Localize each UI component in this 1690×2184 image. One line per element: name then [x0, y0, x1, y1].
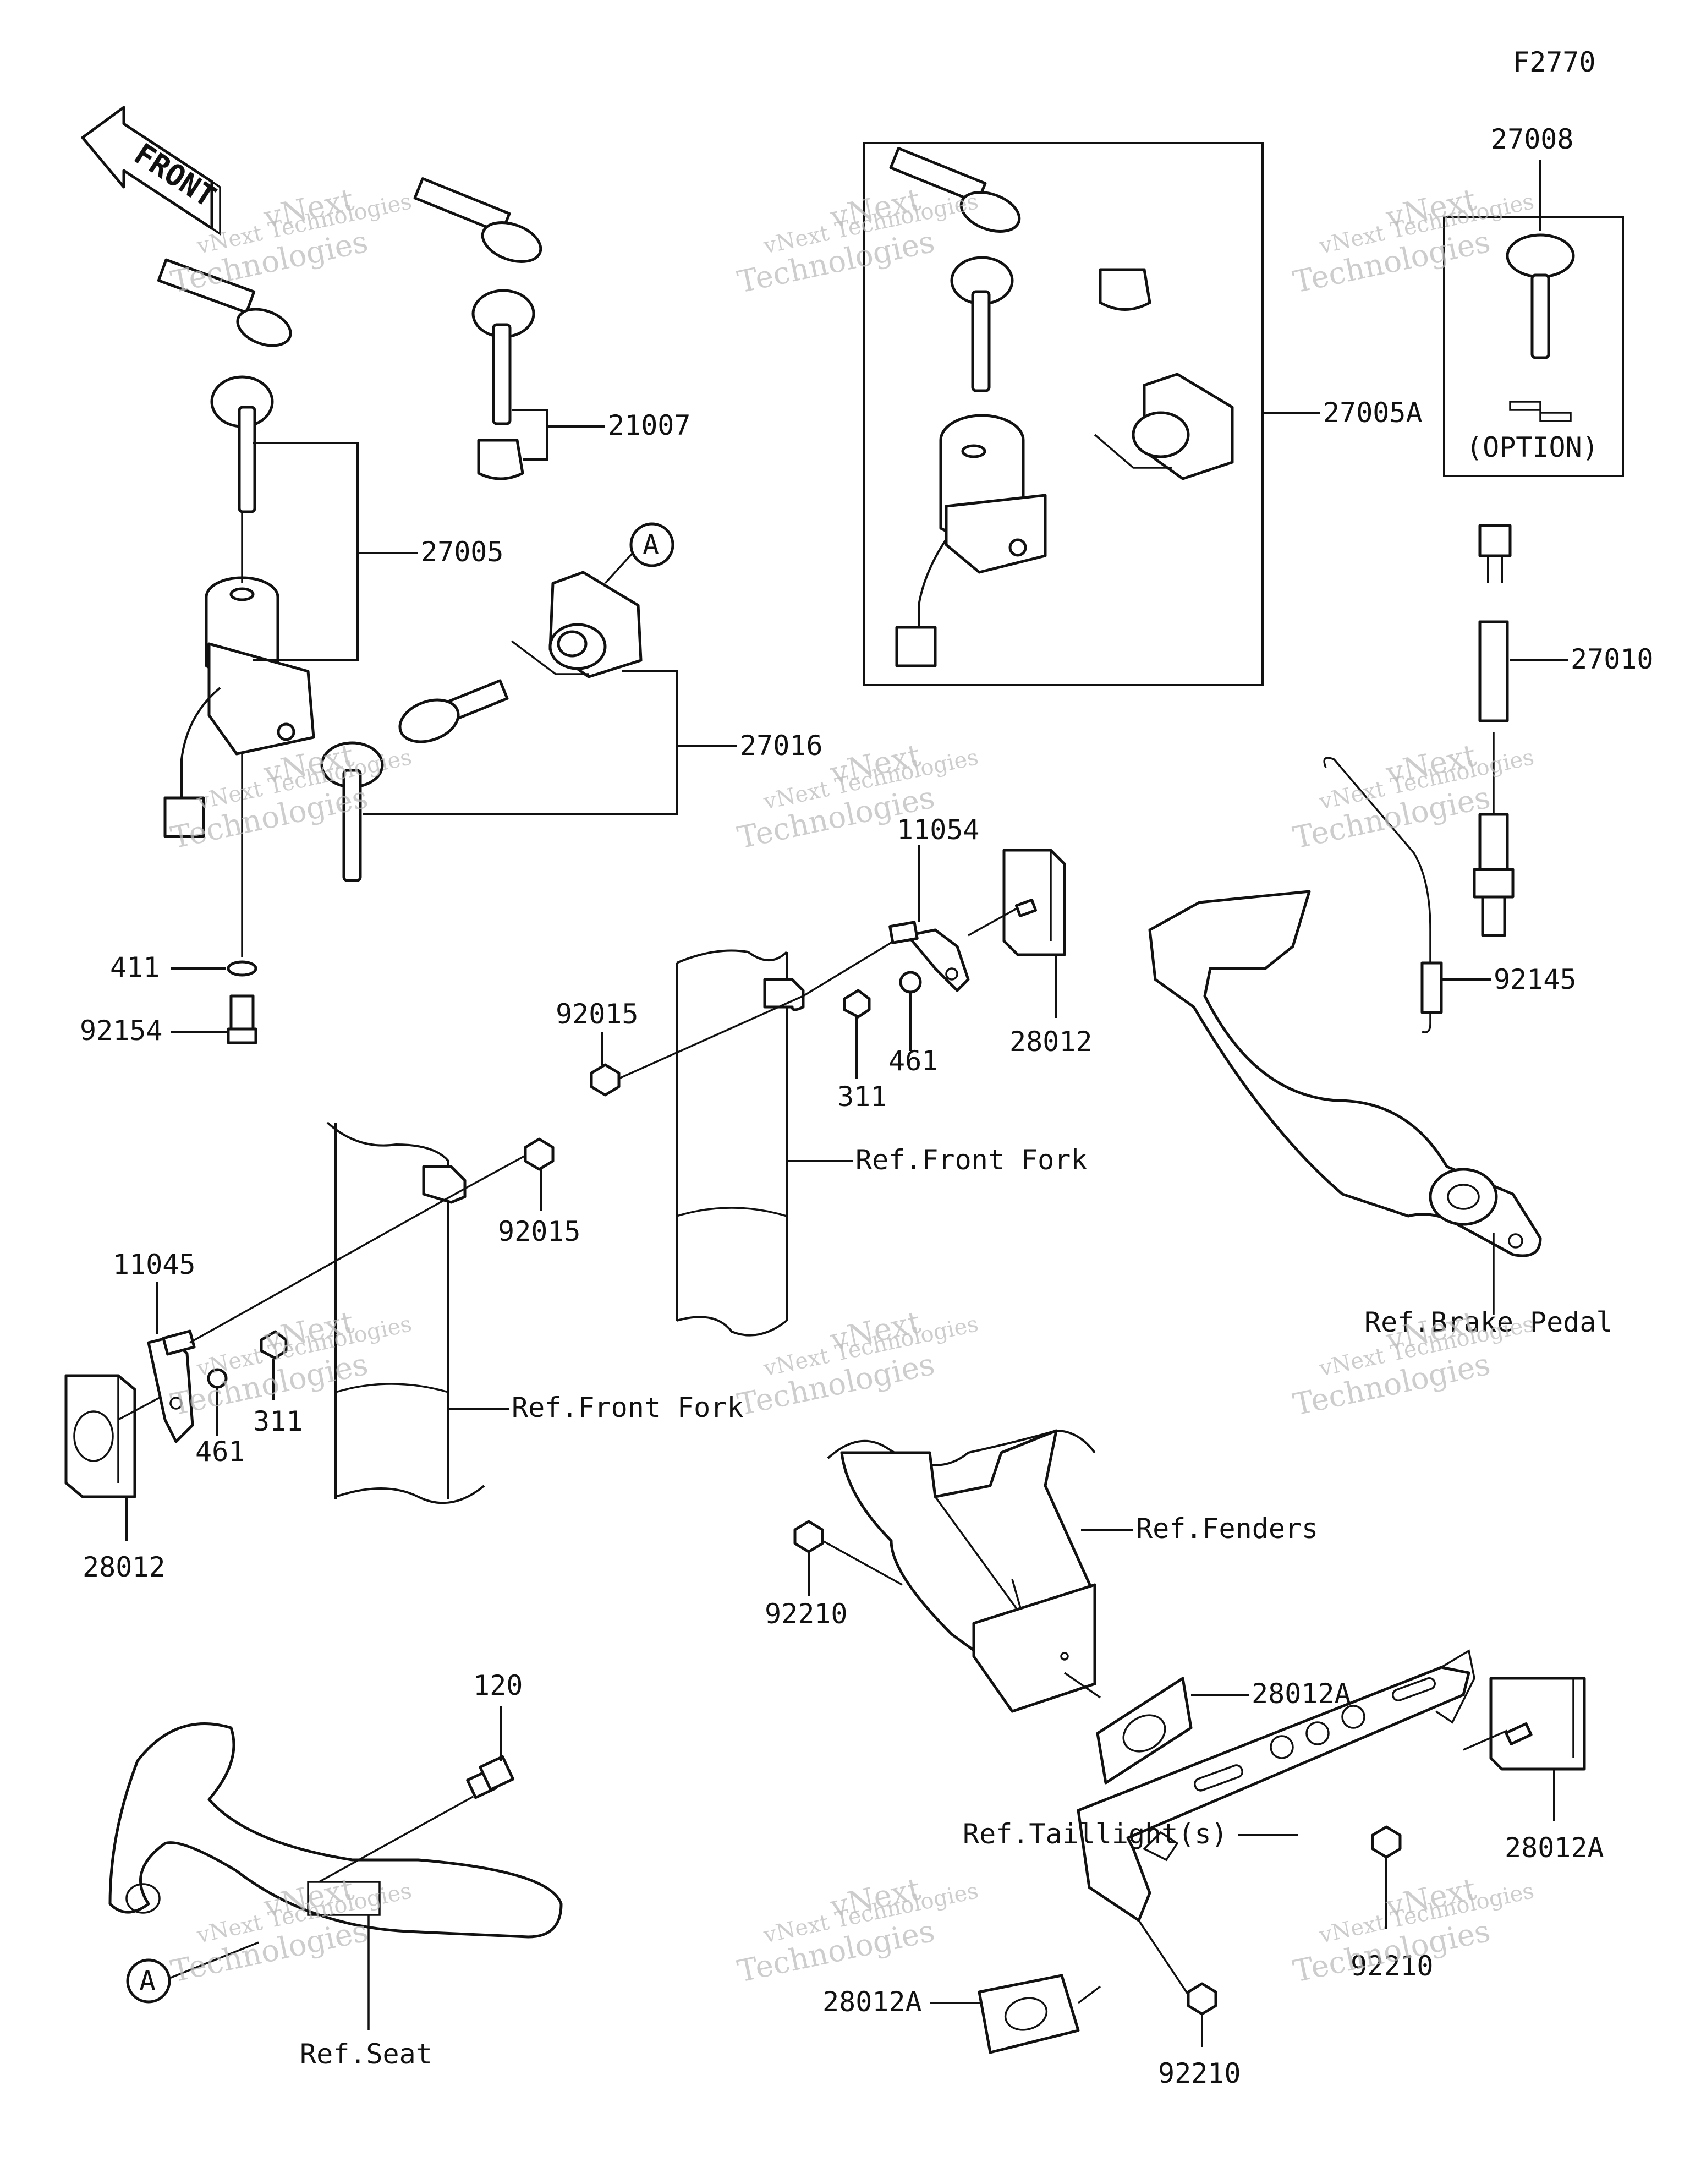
- label-27008: 27008: [1491, 123, 1574, 155]
- bracket-11054: [888, 921, 970, 992]
- key-code-icon: [1509, 401, 1572, 422]
- label-27010: 27010: [1571, 643, 1654, 675]
- nut-92210-b: [1371, 1825, 1402, 1859]
- label-461-top: 461: [888, 1045, 938, 1077]
- label-411: 411: [110, 951, 160, 983]
- key-set-21007: [413, 177, 542, 480]
- label-ref-brake-pedal: Ref.Brake Pedal: [1364, 1306, 1613, 1338]
- nut-92015-middle: [524, 1137, 555, 1171]
- label-27016: 27016: [740, 730, 823, 762]
- label-461-bottom: 461: [195, 1436, 245, 1468]
- switch-27010: [1473, 524, 1515, 937]
- label-28012A-c: 28012A: [822, 1986, 922, 2018]
- label-92015-upper: 92015: [556, 998, 639, 1030]
- label-120: 120: [473, 1670, 523, 1701]
- callout-a-bottom-label: A: [139, 1965, 156, 1997]
- screw-92154: [227, 994, 257, 1044]
- lock-cap-27005A: [1099, 268, 1151, 311]
- reflector-28012A-a: [1096, 1677, 1193, 1785]
- diagram-code: F2770: [1513, 46, 1596, 78]
- fender-bracket: [827, 1429, 1096, 1713]
- washer-461-top: [899, 971, 922, 994]
- bolt-120: [466, 1755, 515, 1799]
- spring-92145: [1323, 757, 1431, 1033]
- callout-a-top: [629, 522, 674, 567]
- watermark-11: vNext Technologies vNext Technologies: [734, 1871, 981, 1989]
- lock-27016: [511, 571, 643, 678]
- label-21007: 21007: [608, 409, 691, 441]
- reflector-28012-left: [64, 1374, 136, 1498]
- nut-92210-c: [1187, 1982, 1217, 2016]
- label-311-top: 311: [837, 1081, 887, 1113]
- watermark-7: vNext Technologies vNext Technologies: [168, 1304, 414, 1422]
- front-arrow-icon: FRONT: [81, 106, 222, 236]
- reflector-28012A-b: [1489, 1677, 1586, 1771]
- spring-coil: [1420, 961, 1443, 1014]
- label-92210-a: 92210: [765, 1598, 848, 1630]
- label-92210-c: 92210: [1158, 2057, 1241, 2089]
- callout-a-top-label: A: [643, 529, 659, 561]
- label-92154: 92154: [80, 1015, 163, 1047]
- front-fork-upper: [676, 949, 805, 1337]
- watermark-8: vNext Technologies vNext Technologies: [734, 1304, 981, 1422]
- ignition-switch-27005A: [895, 414, 1047, 667]
- label-11045: 11045: [113, 1249, 196, 1280]
- nut-92015-upper: [590, 1063, 621, 1097]
- label-ref-taillight: Ref.Taillight(s): [963, 1818, 1228, 1850]
- key-set-27016: [320, 679, 509, 882]
- brake-pedal: [1148, 890, 1542, 1257]
- watermark-4: vNext Technologies vNext Technologies: [168, 737, 414, 856]
- watermark-3: vNext Technologies vNext Technologies: [1290, 182, 1537, 300]
- seat-rail: [108, 1722, 563, 1939]
- label-28012-left: 28012: [83, 1551, 166, 1583]
- reflector-28012-top: [1002, 849, 1066, 956]
- set-27005A-box: [863, 142, 1264, 686]
- label-ref-front-fork-upper: Ref.Front Fork: [855, 1144, 1087, 1176]
- ignition-key-left: [157, 258, 292, 513]
- option-key-27008: [1506, 233, 1575, 359]
- label-28012-top: 28012: [1009, 1026, 1093, 1058]
- nut-311-top: [843, 989, 871, 1019]
- taillight-bracket: [1077, 1649, 1475, 1922]
- lock-27005A: [1094, 373, 1234, 480]
- label-11054: 11054: [897, 814, 980, 846]
- key-set-27005A: [889, 147, 1021, 392]
- ignition-switch-body: [163, 576, 315, 838]
- label-92015-middle: 92015: [498, 1216, 581, 1247]
- label-ref-fenders: Ref.Fenders: [1136, 1513, 1318, 1545]
- label-311-bottom: 311: [253, 1405, 303, 1437]
- nut-311-bottom: [260, 1330, 288, 1360]
- label-28012A-b: 28012A: [1505, 1832, 1604, 1864]
- label-27005: 27005: [421, 536, 504, 568]
- washer-411: [227, 960, 257, 977]
- label-27005A: 27005A: [1323, 397, 1423, 429]
- option-label: (OPTION): [1466, 431, 1599, 463]
- label-92210-b: 92210: [1351, 1950, 1434, 1982]
- label-ref-seat: Ref.Seat: [300, 2038, 432, 2070]
- label-28012A-a: 28012A: [1252, 1678, 1351, 1710]
- option-box: [1443, 216, 1624, 477]
- callout-a-bottom: [126, 1958, 171, 2004]
- label-ref-front-fork-lower: Ref.Front Fork: [512, 1392, 743, 1424]
- nut-92210-a: [793, 1520, 824, 1553]
- label-92145: 92145: [1494, 964, 1577, 995]
- reflector-28012A-c: [978, 1974, 1080, 2054]
- bracket-11045: [147, 1329, 196, 1443]
